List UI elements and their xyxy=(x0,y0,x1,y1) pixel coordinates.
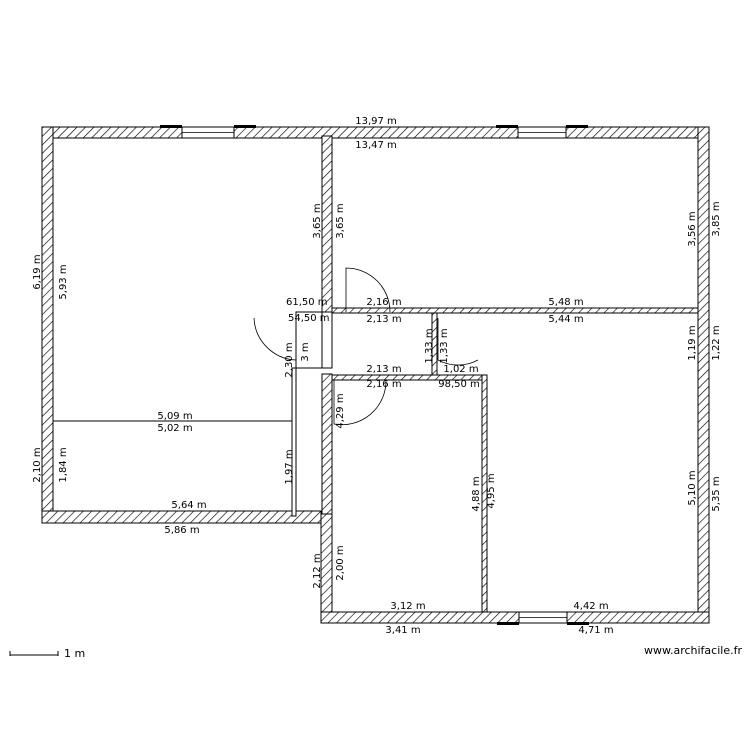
dim-step-outer: 2,12 m xyxy=(312,553,323,588)
wall-bottom-left xyxy=(41,510,333,524)
wall-room3-right xyxy=(481,374,488,613)
dim-top-inner: 13,47 m xyxy=(355,140,397,151)
dim-wall-len-a: 61,50 m xyxy=(286,297,328,308)
dim-partition: 1,97 m xyxy=(284,449,295,484)
dim-room3-bottom-inner: 3,12 m xyxy=(390,601,425,612)
dim-hall-top-a: 2,16 m xyxy=(366,297,401,308)
wall-closet-left xyxy=(431,312,438,376)
dim-room4-bottom-outer: 4,71 m xyxy=(578,625,613,636)
dim-door-v-b: 3 m xyxy=(300,342,311,361)
wall-top xyxy=(41,126,710,139)
wall-corridor-upper xyxy=(321,135,333,313)
credit-text: www.archifacile.fr xyxy=(643,644,742,657)
wall-hall-top xyxy=(331,307,699,314)
windows xyxy=(160,125,589,625)
dim-room1-bottom-outer: 5,86 m xyxy=(164,525,199,536)
dimension-labels: 13,97 m 13,47 m 6,19 m 5,93 m 2,10 m 1,8… xyxy=(32,116,722,636)
dim-corridor-wall-b: 3,65 m xyxy=(335,203,346,238)
dim-left-inner-lower: 1,84 m xyxy=(58,447,69,482)
doors xyxy=(253,267,479,426)
dim-room2-top-b: 5,44 m xyxy=(548,314,583,325)
wall-right xyxy=(697,126,710,624)
dim-hall-bottom-a: 2,13 m xyxy=(366,364,401,375)
dim-closet-h-a: 1,33 m xyxy=(424,328,435,363)
scale-label: 1 m xyxy=(64,647,86,660)
dim-corridor-lower: 4,29 m xyxy=(335,393,346,428)
dim-room4-outer-h: 5,35 m xyxy=(711,476,722,511)
dim-room1-bottom-inner: 5,64 m xyxy=(171,500,206,511)
dim-wall-len-c: 98,50 m xyxy=(438,379,480,390)
dim-hall-top-b: 2,13 m xyxy=(366,314,401,325)
dim-room1-mid-outer: 5,09 m xyxy=(157,411,192,422)
dim-right-mid-outer: 1,22 m xyxy=(711,325,722,360)
dim-room4-inner-h: 5,10 m xyxy=(687,470,698,505)
wall-left xyxy=(41,126,54,524)
dim-left-outer-upper: 6,19 m xyxy=(32,254,43,289)
dim-hall-bottom-b: 2,16 m xyxy=(366,379,401,390)
scale-bar xyxy=(9,651,59,656)
dim-room3-bottom-outer: 3,41 m xyxy=(385,625,420,636)
dim-step-inner: 2,00 m xyxy=(335,545,346,580)
door-closet xyxy=(437,318,479,366)
dim-right-upper-outer: 3,85 m xyxy=(711,201,722,236)
dim-closet-h-b: 1,33 m xyxy=(439,328,450,363)
dim-top-outer: 13,97 m xyxy=(355,116,397,127)
dim-room3-inner-h: 4,88 m xyxy=(471,476,482,511)
door-room2 xyxy=(345,267,391,313)
dim-right-mid-inner: 1,19 m xyxy=(687,325,698,360)
dim-room3-outer-h: 4,95 m xyxy=(486,473,497,508)
door-room3 xyxy=(333,379,387,426)
dim-corridor-wall-a: 3,65 m xyxy=(312,203,323,238)
dim-room1-mid-inner: 5,02 m xyxy=(157,423,192,434)
dim-room2-top-a: 5,48 m xyxy=(548,297,583,308)
door-room1 xyxy=(253,316,297,361)
wall-stub-lower xyxy=(291,367,297,517)
dim-wall-len-b: 54,50 m xyxy=(288,313,330,324)
wall-corridor-lower xyxy=(321,373,333,515)
dim-left-inner-upper: 5,93 m xyxy=(58,264,69,299)
dim-right-upper-inner: 3,56 m xyxy=(687,211,698,246)
dim-closet-w: 1,02 m xyxy=(443,364,478,375)
interior-walls xyxy=(53,135,699,613)
wall-bottom-right xyxy=(320,611,710,624)
dim-door-v-a: 2,30 m xyxy=(284,342,295,377)
dim-left-outer-lower: 2,10 m xyxy=(32,447,43,482)
dim-room4-bottom-inner: 4,42 m xyxy=(573,601,608,612)
